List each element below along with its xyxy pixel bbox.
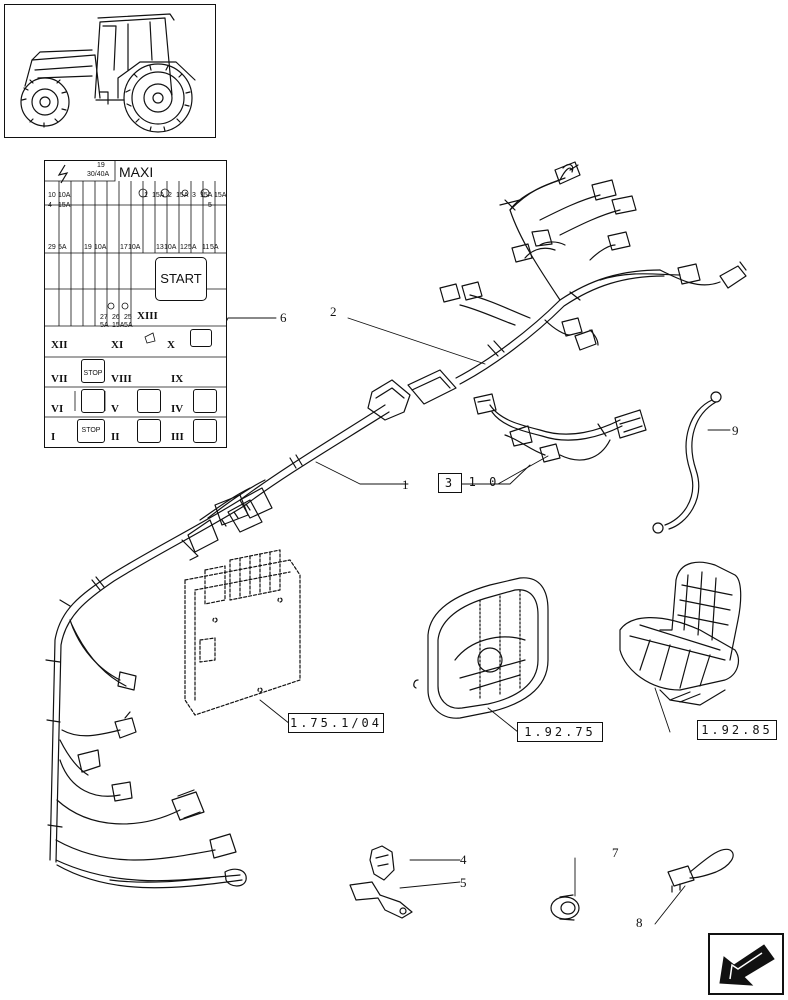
relay-xii-label: XII — [51, 339, 68, 351]
fuse-4-amp: 15A — [200, 192, 213, 199]
fuse-17-num: 17 — [120, 244, 128, 251]
callout-6: 6 — [280, 310, 287, 325]
relay-i-label: I — [51, 431, 56, 443]
fuse-13-num: 13 — [156, 244, 164, 251]
fuse-19-num: 19 — [84, 244, 92, 251]
relay-xiii-label: XIII — [137, 310, 158, 322]
callout-9: 9 — [732, 423, 739, 438]
light-relay-module-2 — [137, 389, 161, 413]
fuse-12-amp: 5A — [188, 244, 197, 251]
callout-1: 1 — [402, 477, 409, 492]
fuse-panel-grid — [45, 161, 226, 418]
relay-ix-label: IX — [171, 373, 184, 385]
cab-harness — [439, 161, 747, 385]
start-label: START — [160, 271, 202, 286]
fuse-3-amp: 15A — [176, 192, 189, 199]
ecu-unit — [184, 549, 301, 716]
seat-reference-box[interactable]: 1.92.85 — [697, 720, 777, 740]
tractor-illustration — [20, 13, 196, 133]
relay-viii-label: VIII — [111, 373, 132, 385]
relay-iv-module — [193, 389, 217, 413]
callout-5: 5 — [460, 875, 467, 890]
relay-iii-label: III — [171, 431, 184, 443]
callout-10: 1 0 — [468, 475, 500, 489]
fuse-4-num: 3 — [192, 192, 196, 199]
ecu-reference-box[interactable]: 1.75.1/04 — [288, 713, 384, 733]
dashboard-unit — [413, 577, 549, 719]
relay-x-module — [190, 329, 212, 347]
start-relay: START — [155, 257, 207, 301]
ecu-reference: 1.75.1/04 — [289, 716, 383, 730]
fuse-17-amp: 10A — [128, 244, 141, 251]
fuse-19-amp: 10A — [94, 244, 107, 251]
fuse-rating-amps: 30/40A — [87, 171, 110, 178]
callout-3-box: 3 — [438, 473, 462, 493]
dashboard-reference-box[interactable]: 1.92.75 — [517, 722, 603, 742]
light-relay-module-1 — [81, 389, 105, 413]
fuse-2-num: 1 — [144, 192, 148, 199]
relay-xi-label: XI — [111, 339, 124, 351]
fuse-12-num: 12 — [180, 244, 188, 251]
relay-v-label: V — [111, 403, 119, 415]
fuse-26-amp: 15A — [112, 322, 125, 329]
ground-strap — [652, 391, 722, 534]
clip-and-bracket — [349, 845, 413, 919]
fuse-3-num: 2 — [168, 192, 172, 199]
fuse-1-num: 10 — [48, 192, 56, 199]
arrow-back-icon — [719, 944, 775, 986]
fuse-27-num: 27 — [100, 314, 108, 321]
fuse-5-num: 4 — [48, 202, 52, 209]
fuse-6-num: 5 — [208, 202, 212, 209]
relay-iii-module — [193, 419, 217, 443]
fuse-6-amp: 15A — [214, 192, 227, 199]
fuse-rating-number: 19 — [97, 162, 105, 169]
callout-4: 4 — [460, 852, 467, 867]
fuse-5-amp: 15A — [58, 202, 71, 209]
seat-reference: 1.92.85 — [701, 723, 773, 737]
stop-relay-module: STOP — [81, 359, 105, 383]
fuse-11-amp: 5A — [210, 244, 219, 251]
callout-7: 7 — [612, 845, 619, 860]
callout-8: 8 — [636, 915, 643, 930]
leader-lines — [217, 317, 731, 925]
stop-module-label: STOP — [83, 370, 103, 377]
grommet — [550, 894, 580, 921]
relay-vii-label: VII — [51, 373, 68, 385]
relay-x-label: X — [167, 339, 175, 351]
fuse-25-amp: 5A — [124, 322, 133, 329]
fuse-13-amp: 10A — [164, 244, 177, 251]
stop-relay-module-2: STOP — [77, 419, 105, 443]
callout-2: 2 — [330, 304, 337, 319]
tractor-thumbnail-frame — [4, 4, 216, 138]
fuse-25-num: 25 — [124, 314, 132, 321]
back-nav-button[interactable] — [708, 933, 784, 995]
stop-module-label-2: STOP — [81, 427, 101, 434]
relay-vi-label: VI — [51, 403, 64, 415]
fuse-2-amp: 15A — [152, 192, 165, 199]
fuse-27-amp: 5A — [100, 322, 109, 329]
relay-iv-label: IV — [171, 403, 184, 415]
relay-ii-module — [137, 419, 161, 443]
loop-connector — [667, 848, 734, 893]
fuse-panel-header: MAXI — [119, 164, 154, 180]
fuse-11-num: 11 — [202, 244, 210, 251]
fuse-29-num: 29 — [48, 244, 56, 251]
fuse-29-amp: 5A — [58, 244, 67, 251]
dashboard-reference: 1.92.75 — [524, 725, 596, 739]
main-harness — [45, 369, 457, 889]
sub-harness — [473, 393, 647, 463]
seat-unit — [619, 561, 742, 706]
callout-10-box: 1 0 — [466, 473, 502, 491]
fuse-panel: MAXI 19 30/40A START XIII XII XI X VII S… — [44, 160, 227, 448]
relay-ii-label: II — [111, 431, 120, 443]
fuse-26-num: 26 — [112, 314, 120, 321]
callout-3: 3 — [444, 476, 456, 490]
fuse-1-amp: 10A — [58, 192, 71, 199]
